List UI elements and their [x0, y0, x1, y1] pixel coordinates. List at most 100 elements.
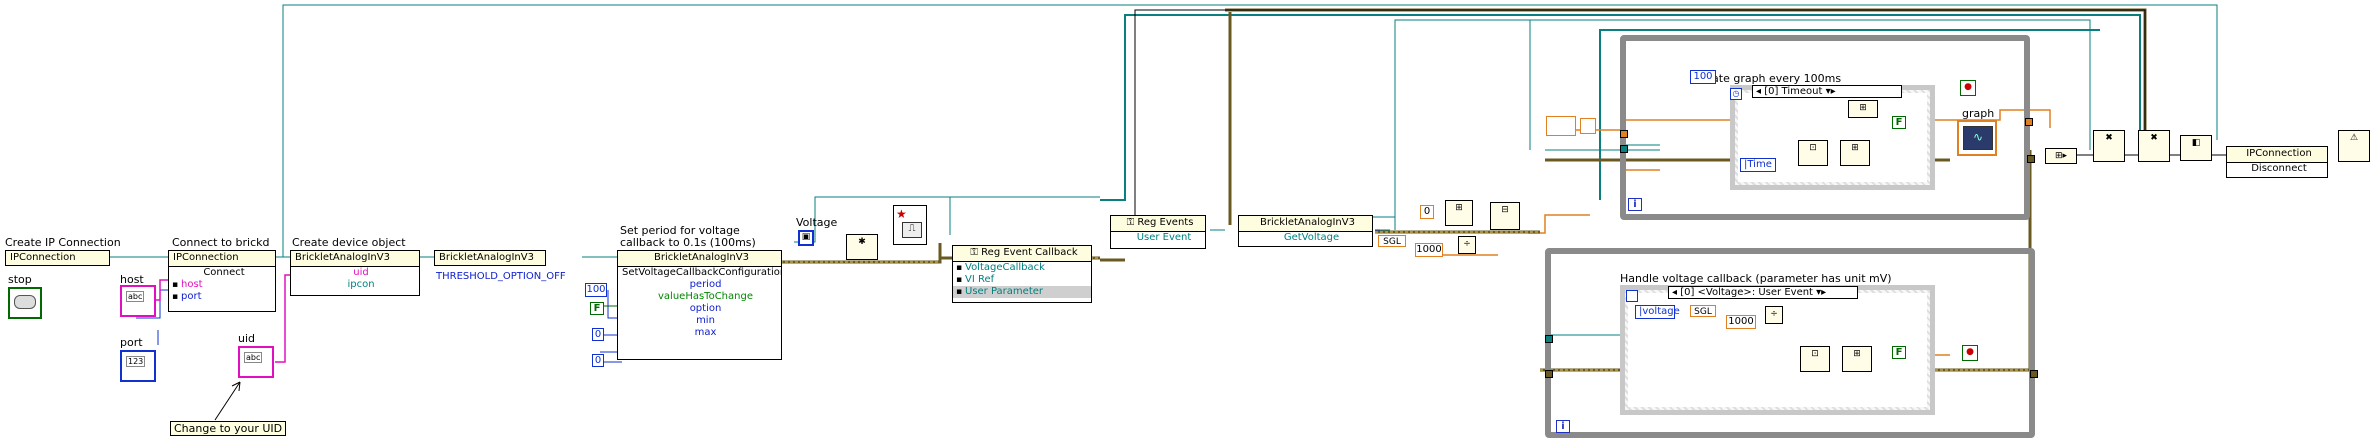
bool-false-constant[interactable]: F [590, 302, 604, 315]
reg-event-callback-title: ⚿ Reg Event Callback [953, 246, 1091, 262]
tunnel-array-top [1620, 130, 1628, 138]
min-zero-constant[interactable]: 0 [592, 354, 604, 367]
divide-icon[interactable]: ÷ [1458, 236, 1476, 254]
event-terminal-icon [1626, 290, 1638, 302]
period-constant[interactable]: 100 [585, 283, 607, 297]
graph-indicator[interactable]: ∿ [1957, 120, 1997, 156]
reg-events-user-event: User Event [1136, 232, 1192, 243]
error-handler-icon[interactable]: ⚠ [2338, 130, 2370, 162]
connect-node-title: IPConnection [169, 251, 275, 267]
build-array-icon[interactable]: ⊞ [1445, 200, 1473, 226]
key-icon: ⚿ [970, 247, 982, 258]
reg-events-node[interactable]: ⚿ Reg Events User Event [1110, 215, 1206, 249]
set-callback-config-title: BrickletAnalogInV3 [618, 251, 781, 267]
label-connect-to-brickd: Connect to brickd [172, 236, 270, 249]
get-voltage-title: BrickletAnalogInV3 [1239, 216, 1372, 232]
update-while-loop [1620, 35, 2030, 220]
bundle-icon[interactable]: ⊞ [1848, 100, 1878, 118]
label-create-ip: Create IP Connection [5, 236, 121, 249]
set-callback-config-node[interactable]: BrickletAnalogInV3 SetVoltageCallbackCon… [617, 250, 782, 360]
waveform-icon: ∿ [1963, 126, 1993, 150]
connect-param-port: ▪port [172, 291, 202, 302]
string-icon: abc [244, 352, 263, 363]
reg-cb-voltagecallback: ▪VoltageCallback [956, 262, 1045, 273]
bricklet-constructor-node[interactable]: BrickletAnalogInV3 uid ipcon [290, 250, 420, 296]
param-option: option [689, 303, 722, 314]
time-node[interactable]: |Time [1740, 158, 1776, 172]
label-stop: stop [8, 273, 32, 286]
array-subset-icon-d[interactable]: ⊞ [1842, 346, 1872, 372]
disconnect-method: Disconnect [2251, 163, 2307, 174]
vi-reference-icon[interactable]: ★ ⎍ [893, 205, 927, 245]
param-period: period [689, 279, 722, 290]
label-set-period-2: callback to 0.1s (100ms) [620, 236, 756, 249]
stop-terminal-icon: ● [1960, 80, 1976, 96]
reg-event-callback-node[interactable]: ⚿ Reg Event Callback ▪VoltageCallback ▪V… [952, 245, 1092, 303]
port-numeric-control[interactable]: 123 [120, 350, 156, 382]
connect-node[interactable]: IPConnection Connect ▪host ▪port [168, 250, 276, 312]
tunnel-array-out-top [2025, 118, 2033, 126]
threshold-constant[interactable]: THRESHOLD_OPTION_OFF [436, 271, 566, 282]
label-voltage: Voltage [796, 216, 838, 229]
timeout-case-selector[interactable]: ◂ [0] Timeout ▾▸ [1752, 85, 1902, 98]
star-icon: ★ [896, 207, 907, 221]
false-constant-a[interactable]: F [1892, 116, 1906, 129]
to-single-conversion[interactable]: SGL [1378, 235, 1406, 247]
reg-cb-user-parameter: ▪User Parameter [953, 286, 1091, 298]
stop-button-control[interactable] [8, 287, 42, 319]
user-event-case-selector[interactable]: ◂ [0] <Voltage>: User Event ▾▸ [1668, 286, 1858, 299]
tunnel-error-bottom [1545, 370, 1553, 378]
voltage-handler-while-loop [1545, 248, 2035, 438]
toggle-icon [14, 295, 36, 309]
divisor-1000-constant-a[interactable]: 1000 [1415, 243, 1443, 257]
label-uid: uid [238, 332, 256, 345]
numeric-icon: 123 [126, 356, 146, 367]
tunnel-error-out-bottom [2030, 370, 2038, 378]
param-max: max [694, 327, 717, 338]
loop-index-bottom: i [1556, 420, 1570, 433]
close-reference-icon[interactable]: ◧ [2180, 135, 2212, 161]
uid-string-control[interactable]: abc [238, 346, 274, 378]
set-callback-config-method: SetVoltageCallbackConfiguration [622, 267, 781, 278]
param-min: min [696, 315, 715, 326]
replace-array-subset-icon[interactable]: ⊟ [1490, 202, 1520, 230]
tunnel-ref-top [1620, 145, 1628, 153]
tunnel-error-top [2027, 155, 2035, 163]
destroy-user-event-icon[interactable]: ✖ [2138, 130, 2170, 162]
divide-icon-b[interactable]: ÷ [1765, 306, 1783, 324]
tunnel-ref-bottom [1545, 335, 1553, 343]
get-voltage-node[interactable]: BrickletAnalogInV3 GetVoltage [1238, 215, 1373, 247]
disconnect-node-title: IPConnection [2227, 147, 2327, 163]
ipconnection-constructor-title: IPConnection [6, 251, 109, 265]
create-user-event-icon[interactable]: ✱ [846, 234, 878, 260]
bricklet-reference-title: BrickletAnalogInV3 [435, 251, 545, 265]
reg-events-title: ⚿ Reg Events [1111, 216, 1205, 232]
label-set-period-1: Set period for voltage [620, 224, 740, 237]
array-constant-element [1580, 118, 1596, 134]
divisor-1000-constant-b[interactable]: 1000 [1726, 315, 1756, 329]
connect-method: Connect [203, 267, 245, 278]
bricklet-constructor-title: BrickletAnalogInV3 [291, 251, 419, 267]
unregister-events-icon[interactable]: ✖ [2093, 130, 2125, 162]
label-update-graph: Update graph every 100ms [1690, 72, 1842, 85]
voltage-event-control[interactable]: ▣ [798, 230, 814, 246]
bricklet-param-uid: uid [353, 267, 369, 278]
zero-constant-a[interactable]: 0 [1420, 205, 1434, 219]
bricklet-param-ipcon: ipcon [347, 279, 375, 290]
timeout-ms-constant[interactable]: 100 [1690, 70, 1716, 84]
ipconnection-constructor[interactable]: IPConnection [5, 250, 110, 266]
voltage-node[interactable]: |voltage [1635, 305, 1680, 319]
bricklet-reference-node[interactable]: BrickletAnalogInV3 [434, 250, 546, 266]
param-value-has-to-change: valueHasToChange [658, 291, 753, 302]
false-constant-b[interactable]: F [1892, 346, 1906, 359]
loop-index-top: i [1628, 198, 1642, 211]
disconnect-node[interactable]: IPConnection Disconnect [2226, 146, 2328, 178]
host-string-control[interactable]: abc [120, 285, 156, 317]
array-subset-icon-c[interactable]: ⊡ [1800, 346, 1830, 372]
option-zero-constant[interactable]: 0 [592, 328, 604, 341]
array-subset-icon-b[interactable]: ⊞ [1840, 140, 1870, 166]
label-handle-voltage: Handle voltage callback (parameter has u… [1620, 272, 1892, 285]
merge-errors-icon[interactable]: ⊞▸ [2045, 148, 2077, 164]
to-single-conversion-b[interactable]: SGL [1690, 305, 1716, 317]
array-subset-icon-a[interactable]: ⊡ [1798, 140, 1828, 166]
